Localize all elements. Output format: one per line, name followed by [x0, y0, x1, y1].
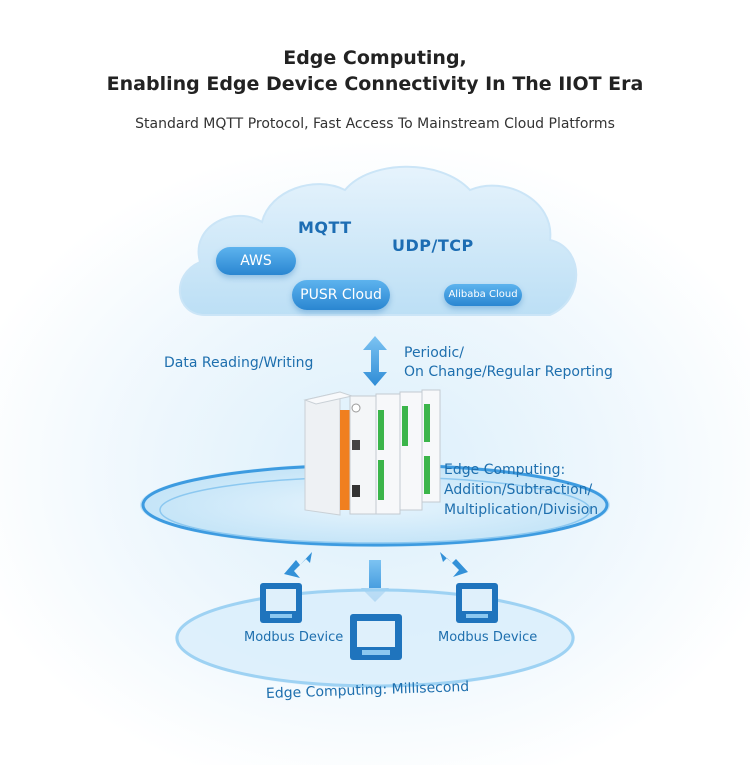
label-edge-computing-line3: Multiplication/Division [444, 502, 599, 518]
platform-aws: AWS [216, 247, 296, 275]
page-title-line1: Edge Computing, [283, 47, 467, 69]
modbus-device-right-icon [456, 583, 498, 623]
down-arrow-left-icon [284, 552, 312, 578]
platform-alibaba-cloud: Alibaba Cloud [444, 284, 522, 306]
page-title-line2: Enabling Edge Device Connectivity In The… [106, 73, 644, 95]
double-arrow-icon [363, 336, 387, 386]
down-arrow-right-icon [440, 552, 468, 577]
label-data-reading-writing: Data Reading/Writing [164, 355, 314, 371]
cloud-protocol-udp-tcp: UDP/TCP [392, 236, 474, 255]
modbus-device-center-icon [350, 614, 402, 660]
gateway-device [303, 389, 441, 516]
label-reporting-line1: Periodic/ [404, 345, 464, 361]
modbus-device-left-label: Modbus Device [244, 630, 344, 645]
label-reporting-line2: On Change/Regular Reporting [404, 364, 613, 380]
label-edge-computing-line2: Addition/Subtraction/ [444, 482, 593, 498]
platform-pusr-cloud: PUSR Cloud [292, 280, 390, 310]
modbus-device-left-icon [260, 583, 302, 623]
page-subtitle: Standard MQTT Protocol, Fast Access To M… [135, 116, 615, 132]
cloud-protocol-mqtt: MQTT [298, 218, 352, 237]
label-edge-computing-line1: Edge Computing: [444, 462, 566, 478]
cloud-shape [178, 165, 578, 316]
modbus-device-right-label: Modbus Device [438, 630, 538, 645]
